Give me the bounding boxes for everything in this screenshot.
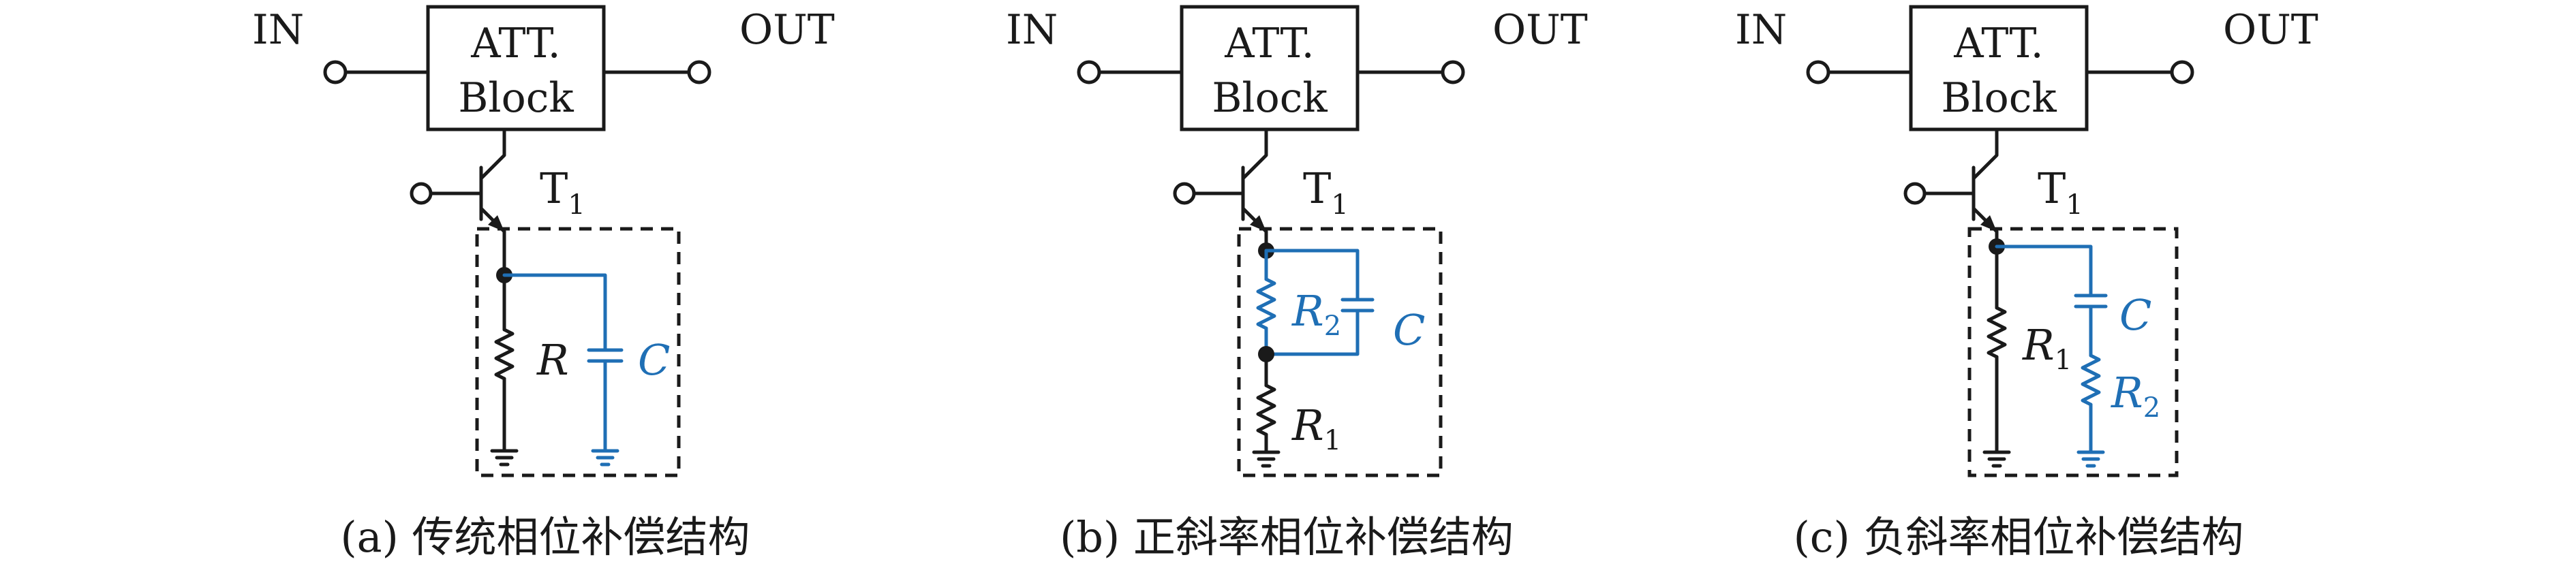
panel-a-block-line2: Block bbox=[458, 74, 574, 122]
panel-b-ground bbox=[1252, 450, 1281, 468]
panel-b-in-label: IN bbox=[1006, 6, 1058, 54]
panel-b-out-label: OUT bbox=[1492, 6, 1588, 54]
panel-b-out-terminal bbox=[1441, 60, 1465, 84]
panel-a-out-label: OUT bbox=[739, 6, 835, 54]
panel-a-t1-label: T1 bbox=[540, 163, 585, 221]
panel-c-caption: (c) 负斜率相位补偿结构 bbox=[1794, 512, 2244, 562]
panel-a-ground-black bbox=[490, 449, 519, 467]
panel-b-t1-label: T1 bbox=[1303, 163, 1349, 221]
panel-c-resistor-r1 bbox=[1987, 306, 2007, 359]
panel-b-transistor bbox=[1173, 127, 1268, 253]
panel-a-ground-blue bbox=[591, 449, 619, 467]
panel-a-caption: (a) 传统相位补偿结构 bbox=[340, 512, 750, 562]
panel-c-t1-label: T1 bbox=[2038, 163, 2083, 221]
panel-b-r2-label: R2 bbox=[1291, 286, 1341, 342]
panel-c-base-terminal bbox=[1903, 182, 1927, 205]
panel-b-block-line2: Block bbox=[1212, 74, 1328, 122]
panel-c-transistor bbox=[1903, 127, 1999, 249]
panel-c-out-label: OUT bbox=[2223, 6, 2318, 54]
panel-c: IN ATT. Block OUT T1 R1 bbox=[1735, 5, 2318, 562]
panel-a-transistor bbox=[410, 127, 506, 277]
panel-a-r-label: R bbox=[536, 335, 569, 385]
panel-c-block-line2: Block bbox=[1941, 74, 2057, 122]
panel-a-out-terminal bbox=[687, 60, 711, 84]
panel-c-r1-label: R1 bbox=[2022, 320, 2072, 376]
panel-b-c-label: C bbox=[1393, 305, 1425, 355]
panel-b-r1-label: R1 bbox=[1291, 400, 1341, 456]
panel-c-block-line1: ATT. bbox=[1953, 20, 2043, 67]
panel-a-block-line1: ATT. bbox=[470, 20, 560, 67]
panel-b-resistor-r1 bbox=[1256, 383, 1276, 437]
panel-c-ground-blue bbox=[2076, 450, 2105, 468]
panel-c-att-block bbox=[1909, 5, 2089, 131]
panel-c-dashed-box bbox=[1967, 227, 2179, 477]
panel-a-cap-wire-top bbox=[502, 273, 607, 352]
panel-a-in-terminal bbox=[323, 60, 348, 84]
panel-c-in-label: IN bbox=[1735, 6, 1787, 54]
panel-c-out-terminal bbox=[2170, 60, 2194, 84]
panel-a-base-terminal bbox=[410, 182, 433, 205]
panel-c-in-terminal bbox=[1806, 60, 1830, 84]
panel-b-resistor-r2 bbox=[1256, 277, 1276, 330]
panel-a-in-label: IN bbox=[252, 6, 304, 54]
panel-a-att-block bbox=[426, 5, 606, 131]
panel-b-in-terminal bbox=[1077, 60, 1101, 84]
panel-a-c-label: C bbox=[638, 335, 670, 385]
panel-c-ground-black bbox=[1982, 450, 2011, 468]
panel-b-caption: (b) 正斜率相位补偿结构 bbox=[1060, 512, 1514, 562]
panel-c-resistor-r2 bbox=[2081, 353, 2101, 407]
panel-b-cap-wire-top bbox=[1264, 249, 1360, 302]
panel-b-att-block bbox=[1180, 5, 1360, 131]
panel-b: IN ATT. Block OUT T1 R2 C bbox=[1006, 5, 1588, 562]
panel-c-c-label: C bbox=[2119, 290, 2151, 340]
panel-c-r2-label: R2 bbox=[2111, 368, 2160, 424]
panel-a-resistor-r bbox=[494, 328, 515, 381]
panel-b-block-line1: ATT. bbox=[1224, 20, 1314, 67]
panel-a: IN ATT. Block OUT T1 R bbox=[252, 5, 835, 562]
panel-c-cap-wire-top bbox=[1995, 244, 2093, 298]
panel-b-base-terminal bbox=[1173, 182, 1196, 205]
